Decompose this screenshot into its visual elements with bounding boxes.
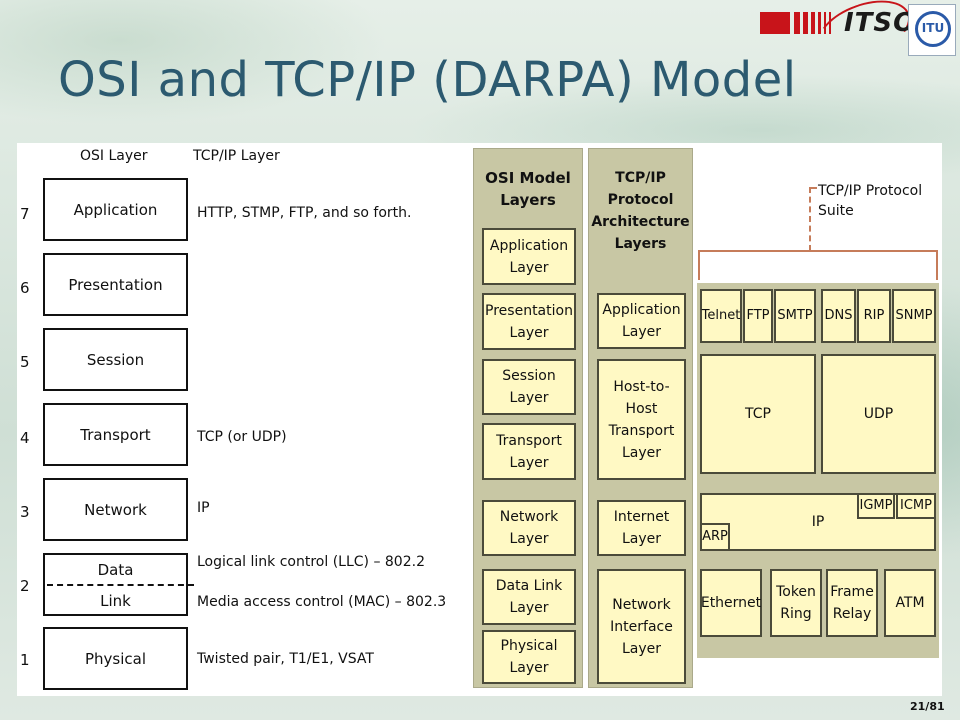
tcp-mac-text: Media access control (MAC) – 802.3	[197, 594, 447, 610]
osi-datalink-layer: Data Link Layer	[482, 569, 576, 625]
smtp-box: SMTP	[774, 289, 816, 343]
dns-box: DNS	[821, 289, 856, 343]
tcp-network-interface-layer: Network Interface Layer	[597, 569, 686, 684]
snmp-box: SNMP	[892, 289, 936, 343]
osi-session-layer: Session Layer	[482, 359, 576, 415]
globe-icon	[915, 11, 951, 47]
osi-presentation-box: Presentation	[43, 253, 188, 316]
layer-number: 4	[20, 429, 30, 447]
osi-network-layer: Network Layer	[482, 500, 576, 556]
arp-box: ARP	[700, 523, 730, 551]
itu-logo: ITU	[908, 4, 956, 56]
osi-application-box: Application	[43, 178, 188, 241]
suite-connector	[809, 187, 817, 251]
igmp-box: IGMP	[857, 493, 895, 519]
osi-datalink-box: Data Link	[43, 553, 194, 616]
suite-label: TCP/IP Protocol Suite	[818, 183, 923, 219]
telnet-box: Telnet	[700, 289, 742, 343]
osi-layer-header: OSI Layer	[80, 148, 148, 164]
page-number: 21/81	[910, 700, 945, 713]
tcp-llc-text: Logical link control (LLC) – 802.2	[197, 554, 425, 570]
token-ring-box: Token Ring	[770, 569, 822, 637]
logo-area: ITSO ITU	[760, 0, 956, 71]
tcp-box: TCP	[700, 354, 816, 474]
sublayer-divider	[47, 584, 194, 586]
layer-number: 3	[20, 503, 30, 521]
layer-number: 6	[20, 279, 30, 297]
ftp-box: FTP	[743, 289, 773, 343]
osi-network-box: Network	[43, 478, 188, 541]
tcp-transport-text: TCP (or UDP)	[197, 429, 287, 445]
osi-physical-layer: Physical Layer	[482, 630, 576, 684]
udp-box: UDP	[821, 354, 936, 474]
osi-application-layer: Application Layer	[482, 228, 576, 285]
layer-number: 2	[20, 577, 30, 595]
tcpip-layer-header: TCP/IP Layer	[193, 148, 280, 164]
tcp-physical-text: Twisted pair, T1/E1, VSAT	[197, 651, 374, 667]
tcpip-layers-column: TCP/IP Protocol Architecture Layers Appl…	[588, 148, 693, 688]
itso-bars-icon	[760, 12, 846, 34]
layer-number: 5	[20, 353, 30, 371]
frame-relay-box: Frame Relay	[826, 569, 878, 637]
ethernet-box: Ethernet	[700, 569, 762, 637]
rip-box: RIP	[857, 289, 891, 343]
tcp-application-text: HTTP, STMP, FTP, and so forth.	[197, 205, 412, 221]
osi-transport-layer: Transport Layer	[482, 423, 576, 480]
osi-session-box: Session	[43, 328, 188, 391]
tcp-application-layer: Application Layer	[597, 293, 686, 349]
itso-logo: ITSO	[844, 8, 917, 38]
tcp-transport-layer: Host-to-Host Transport Layer	[597, 359, 686, 480]
panel-separator	[464, 143, 470, 696]
osi-presentation-layer: Presentation Layer	[482, 293, 576, 350]
tcpip-architecture-diagram: OSI Model Layers Application Layer Prese…	[470, 143, 942, 696]
suite-bracket	[698, 250, 938, 280]
osi-transport-box: Transport	[43, 403, 188, 466]
icmp-box: ICMP	[896, 493, 936, 519]
osi-physical-box: Physical	[43, 627, 188, 690]
atm-box: ATM	[884, 569, 936, 637]
osi-model-title: OSI Model Layers	[485, 169, 571, 209]
tcpip-architecture-title: TCP/IP Protocol Architecture Layers	[591, 170, 690, 252]
tcp-internet-layer: Internet Layer	[597, 500, 686, 556]
osi-tcpip-mapping-diagram: OSI Layer TCP/IP Layer 7 Application HTT…	[17, 143, 464, 696]
layer-number: 1	[20, 651, 30, 669]
layer-number: 7	[20, 205, 30, 223]
slide-title: OSI and TCP/IP (DARPA) Model	[58, 52, 797, 108]
tcp-network-text: IP	[197, 500, 210, 516]
osi-model-column: OSI Model Layers Application Layer Prese…	[473, 148, 583, 688]
